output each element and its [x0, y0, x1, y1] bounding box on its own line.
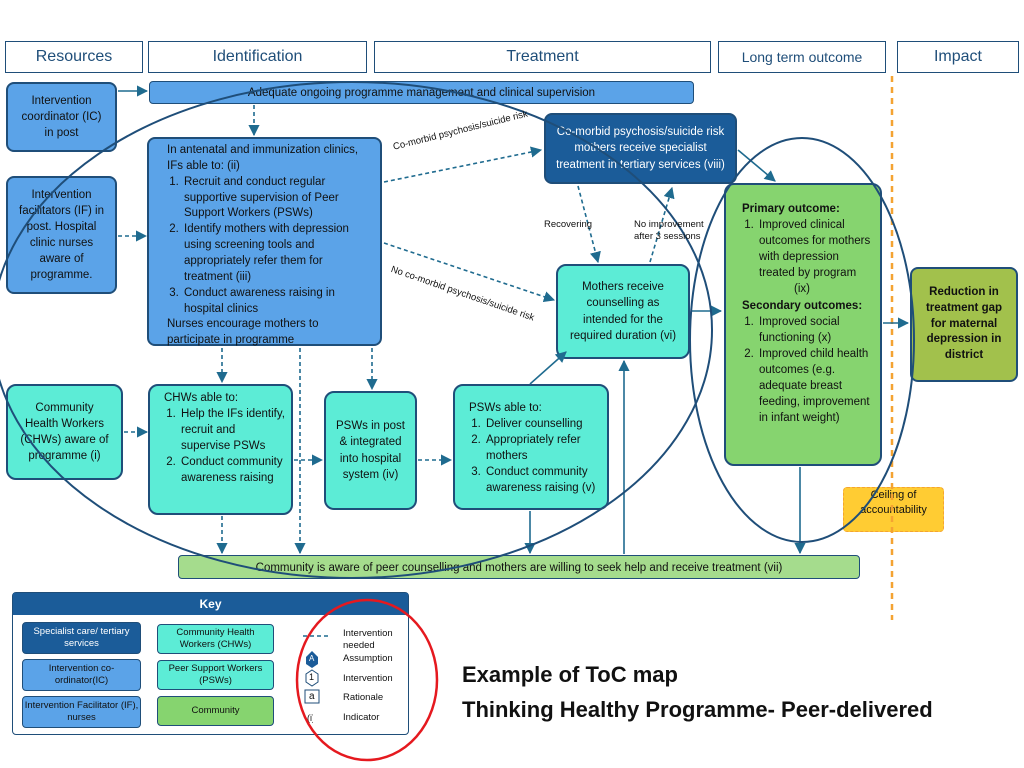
ifs-item: Identify mothers with depression using s… [182, 222, 372, 285]
key-sym-1: 1 [309, 672, 315, 682]
key-title: Key [13, 593, 408, 615]
ifs-intro: In antenatal and immunization clinics, I… [167, 144, 359, 172]
ifs-item: Recruit and conduct regular supportive s… [182, 175, 372, 223]
chw-resource-text: Community Health Workers (CHWs) aware of… [20, 401, 109, 463]
chws-intro: CHWs able to: [164, 392, 239, 404]
ifs-footer: Nurses encourage mothers to participate … [167, 318, 319, 347]
key-label-indicator: Indicator [343, 712, 380, 723]
specialist-treatment-box: Co-morbid psychosis/suicide risk mothers… [544, 113, 737, 184]
if-resource-box: Intervention facilitators (IF) in post. … [6, 176, 117, 294]
primary-outcome-item: Improved clinical outcomes for mothers w… [757, 217, 874, 281]
arrow-specialist-to-counselling [577, 185, 601, 264]
header-identification: Identification [148, 41, 367, 73]
chw-resource-box: Community Health Workers (CHWs) aware of… [6, 384, 123, 480]
psws-item: Appropriately refer mothers [484, 432, 601, 464]
ifs-item: Conduct awareness raising in hospital cl… [182, 286, 372, 318]
caption-title: Example of ToC map [462, 662, 678, 687]
psws-intro: PSWs able to: [469, 402, 542, 414]
chws-item: Conduct community awareness raising [179, 454, 285, 486]
header-treatment: Treatment [374, 41, 711, 73]
key-psw: Peer Support Workers (PSWs) [157, 660, 274, 690]
key-specialist: Specialist care/ tertiary services [22, 622, 141, 654]
community-bar: Community is aware of peer counselling a… [178, 555, 860, 579]
psws-able-box: PSWs able to: Deliver counselling Approp… [453, 384, 609, 510]
header-resources: Resources [5, 41, 143, 73]
arrow-psws-to-counselling [529, 351, 567, 385]
ceiling-text: Ceiling of accountability [860, 489, 927, 517]
ifs-able-box: In antenatal and immunization clinics, I… [147, 137, 382, 346]
key-community: Community [157, 696, 274, 726]
chws-list: Help the IFs identify, recruit and super… [164, 406, 285, 486]
key-label-intervention: Intervention [343, 673, 393, 684]
arrow-ifs-to-counselling [383, 242, 556, 303]
key-assumption-symbol [306, 651, 318, 668]
primary-outcome-list: Improved clinical outcomes for mothers w… [742, 217, 874, 281]
key-intervention-symbol [305, 669, 319, 687]
psws-list: Deliver counselling Appropriately refer … [469, 416, 601, 496]
counselling-box: Mothers receive counselling as intended … [556, 264, 690, 359]
secondary-outcome-heading: Secondary outcomes: [742, 299, 863, 312]
ic-resource-box: Intervention coordinator (IC) in post [6, 82, 117, 152]
key-label-rationale: Rationale [343, 692, 384, 703]
psw-in-post-box: PSWs in post & integrated into hospital … [324, 391, 417, 510]
key-sym-a-lower: a [309, 691, 315, 702]
impact-box: Reduction in treatment gap for maternal … [910, 267, 1018, 382]
key-sym-a-upper: A [309, 654, 315, 663]
primary-outcome-suffix: (ix) [794, 283, 810, 296]
header-impact: Impact [897, 41, 1019, 73]
arrow-counselling-to-specialist [649, 186, 675, 263]
specialist-treatment-text: Co-morbid psychosis/suicide risk mothers… [556, 126, 725, 171]
chws-item: Help the IFs identify, recruit and super… [179, 406, 285, 454]
key-chw: Community Health Workers (CHWs) [157, 624, 274, 654]
caption-subtitle: Thinking Healthy Programme- Peer-deliver… [462, 697, 933, 722]
psws-item: Deliver counselling [484, 416, 601, 432]
ic-resource-text: Intervention coordinator (IC) in post [21, 94, 102, 140]
outcome-ellipse [689, 137, 915, 543]
key-label-assumption: Assumption [343, 653, 393, 664]
ifs-list: Recruit and conduct regular supportive s… [167, 175, 372, 318]
key-if: Intervention Facilitator (IF), nurses [22, 696, 141, 728]
label-no-improvement: No improvement after 3 sessions [634, 219, 704, 243]
arrow-ifs-to-specialist [383, 146, 543, 183]
red-highlight-circle [295, 598, 439, 762]
ceiling-of-accountability-box: Ceiling of accountability [843, 487, 944, 532]
identification-treatment-ellipse [0, 81, 713, 579]
key-rationale-symbol [304, 689, 320, 704]
psws-item: Conduct community awareness raising (v) [484, 464, 601, 496]
primary-outcome-heading: Primary outcome: [742, 203, 840, 215]
outcomes-box: Primary outcome: Improved clinical outco… [724, 183, 882, 466]
secondary-outcome-list: Improved social functioning (x) Improved… [742, 314, 874, 427]
secondary-outcome-item: Improved social functioning (x) [757, 314, 874, 346]
chws-able-box: CHWs able to: Help the IFs identify, rec… [148, 384, 293, 515]
counselling-text: Mothers receive counselling as intended … [569, 281, 677, 342]
impact-text: Reduction in treatment gap for maternal … [925, 285, 1003, 362]
label-recovering: Recovering [544, 219, 593, 230]
arrow-specialist-to-outcomes [737, 149, 776, 182]
key-label-intervention-needed: Intervention needed [343, 628, 393, 652]
header-long-term-outcome: Long term outcome [718, 41, 886, 73]
key-ic: Intervention co-ordinator(IC) [22, 659, 141, 691]
key-sym-i: (i) [307, 713, 313, 723]
psw-in-post-text: PSWs in post & integrated into hospital … [335, 420, 406, 481]
secondary-outcome-item: Improved child health outcomes (e.g. ade… [757, 346, 874, 426]
